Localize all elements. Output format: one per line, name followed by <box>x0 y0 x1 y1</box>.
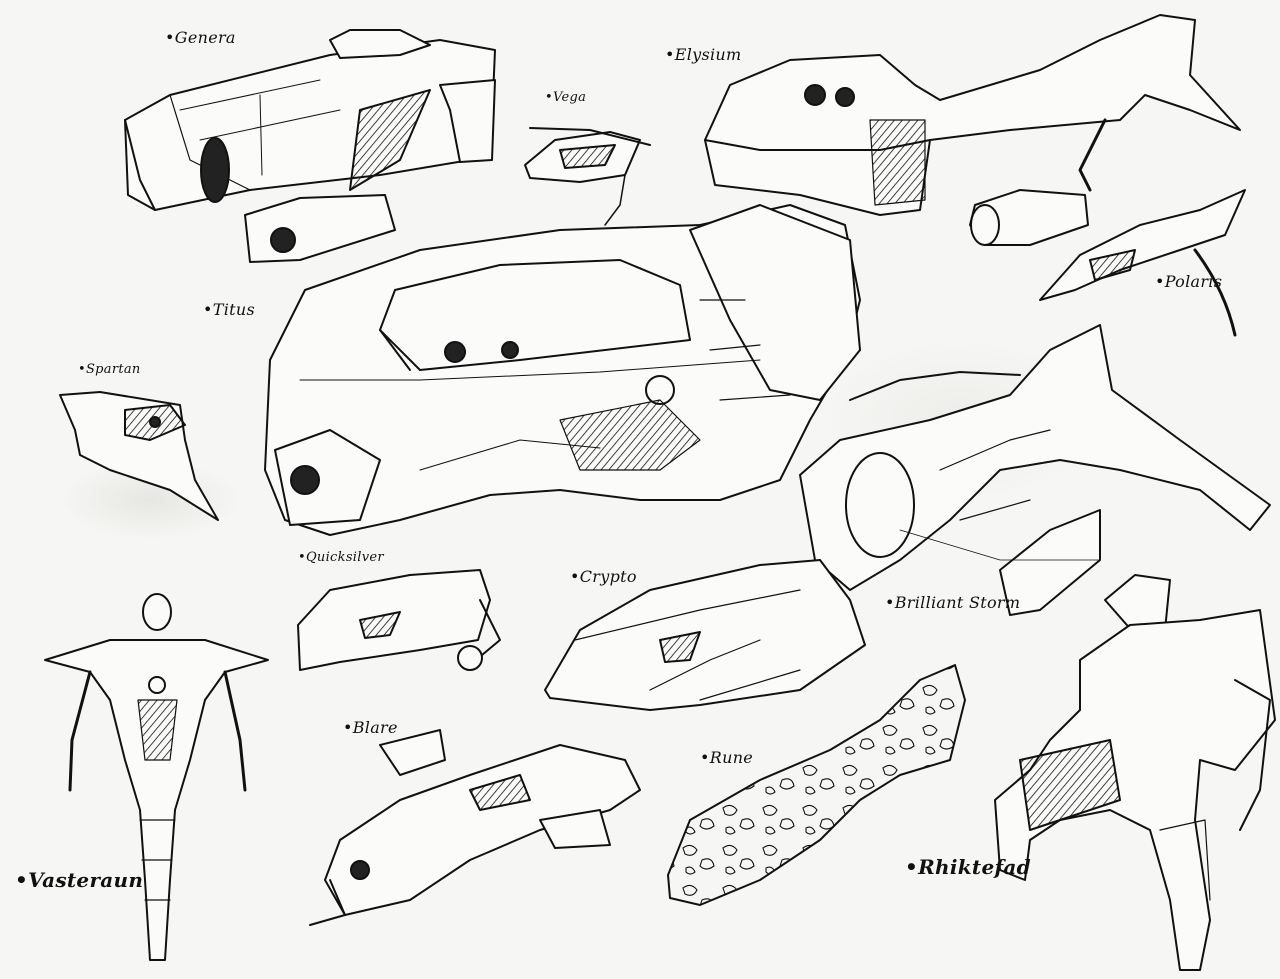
ship-polaris <box>1039 189 1246 337</box>
ship-elysium <box>704 14 1241 246</box>
label-quicksilver: •Quicksilver <box>298 550 384 565</box>
label-rune: •Rune <box>700 748 754 767</box>
ship-titus <box>264 204 861 536</box>
label-titus: •Titus <box>203 300 255 319</box>
figure-vasteraun <box>44 593 269 961</box>
ship-rune <box>667 664 966 906</box>
ship-genera <box>124 29 496 263</box>
ship-crypto <box>544 559 866 711</box>
label-vega: •Vega <box>545 90 587 105</box>
label-spartan: •Spartan <box>78 362 141 377</box>
ship-quicksilver <box>297 569 501 671</box>
ship-brilliant-storm <box>799 324 1271 616</box>
label-brilliant-storm: •Brilliant Storm <box>885 593 1021 612</box>
label-genera: •Genera <box>165 28 236 47</box>
ship-spartan <box>59 391 219 521</box>
ship-vega <box>524 127 651 226</box>
label-blare: •Blare <box>343 718 398 737</box>
label-polaris: •Polaris <box>1155 272 1223 291</box>
ship-blare <box>309 729 641 926</box>
label-rhiktefad: •Rhiktefad <box>905 855 1031 879</box>
label-elysium: •Elysium <box>665 45 742 64</box>
label-vasteraun: •Vasteraun <box>15 868 144 892</box>
label-crypto: •Crypto <box>570 567 637 586</box>
figure-rhiktefad <box>994 574 1276 971</box>
